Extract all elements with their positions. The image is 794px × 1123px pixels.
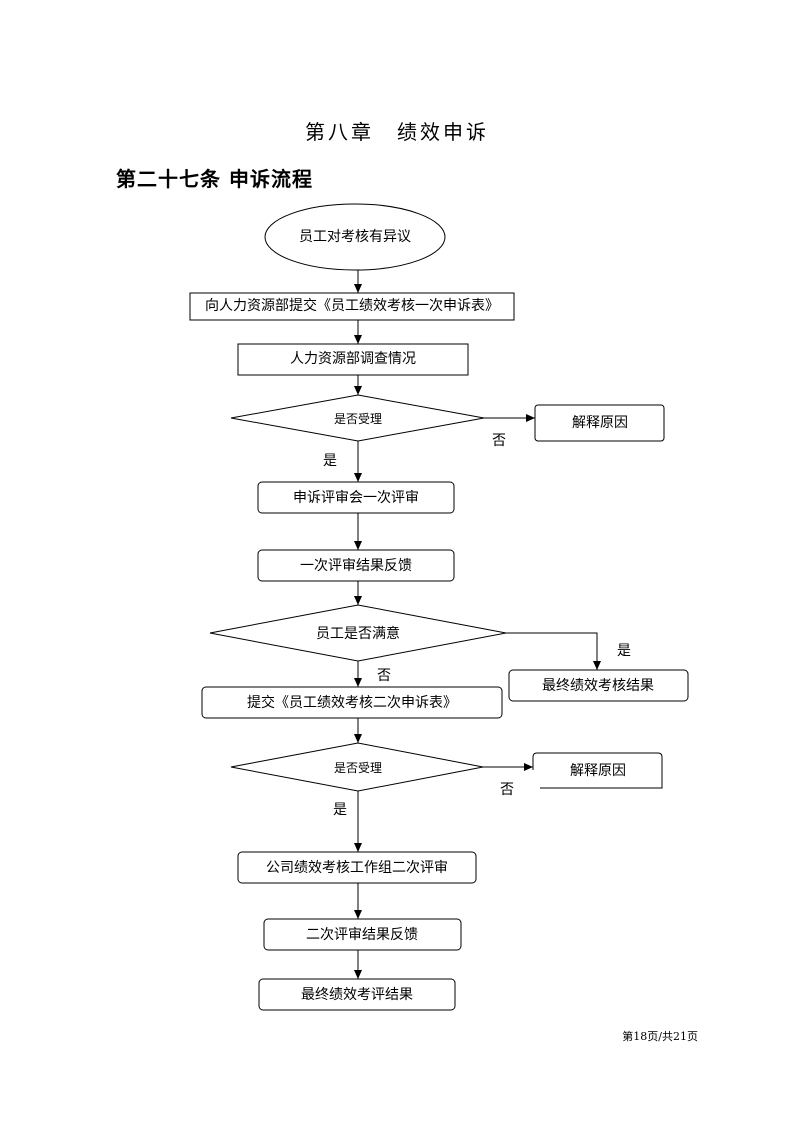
workgroup-review-label: 公司绩效考核工作组二次评审 (266, 860, 448, 876)
final-review-label: 最终绩效考评结果 (301, 987, 413, 1003)
explain-reason-2-label: 解释原因 (570, 763, 626, 779)
review-first-box (257, 481, 455, 514)
final-result-satisfied-box (508, 669, 689, 702)
branch-yes-1: 是 (323, 453, 337, 469)
branch-no-2: 否 (500, 782, 514, 798)
explain-reason-1-box (534, 404, 665, 442)
branch-no-1: 否 (492, 433, 506, 449)
workgroup-review-box (237, 851, 477, 884)
second-feedback-box (263, 918, 462, 951)
article-title: 第二十七条 申诉流程 (116, 167, 313, 191)
explain-reason-2-box (532, 752, 663, 789)
page-number: 第18页/共21页 (622, 1030, 698, 1043)
submit-first-label: 向人力资源部提交《员工绩效考核一次申诉表》 (205, 297, 499, 314)
start-label: 员工对考核有异议 (299, 229, 411, 245)
accept-decision-1-label: 是否受理 (334, 412, 382, 426)
start-ellipse (264, 203, 446, 271)
satisfied-decision-label: 员工是否满意 (316, 625, 400, 642)
chapter-title: 第八章 绩效申诉 (305, 120, 489, 144)
first-feedback-box (257, 549, 455, 582)
final-review-box (258, 978, 456, 1011)
submit-second-label: 提交《员工绩效考核二次申诉表》 (247, 694, 457, 711)
final-result-satisfied-label: 最终绩效考核结果 (542, 678, 654, 694)
branch-yes-satisfied: 是 (617, 643, 631, 659)
submit-second-box (201, 686, 503, 719)
second-feedback-label: 二次评审结果反馈 (306, 927, 418, 943)
accept-decision-2-label: 是否受理 (334, 761, 382, 775)
connector-arrow (506, 632, 601, 670)
hr-investigate-box (237, 343, 469, 376)
explain-reason-1-label: 解释原因 (572, 415, 628, 431)
submit-first-box (189, 292, 515, 321)
branch-no-satisfied: 否 (377, 668, 391, 684)
hr-investigate-label: 人力资源部调查情况 (290, 351, 416, 367)
branch-yes-2: 是 (333, 802, 347, 818)
review-first-label: 申诉评审会一次评审 (293, 490, 419, 506)
first-feedback-label: 一次评审结果反馈 (300, 558, 412, 574)
